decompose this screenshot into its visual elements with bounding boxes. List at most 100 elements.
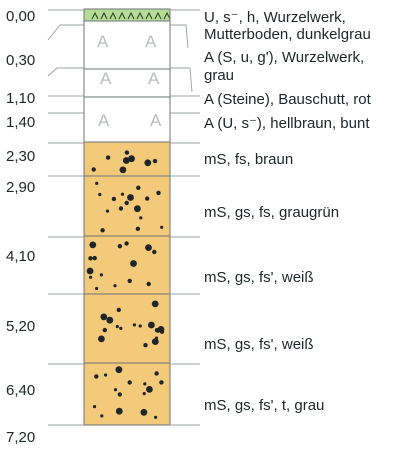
layer-description: mS, gs, fs, graugrün: [204, 204, 340, 221]
layer-description: A (Steine), Bauschutt, rot: [204, 91, 371, 108]
sand-grain: [115, 324, 119, 329]
sand-grain: [144, 159, 152, 167]
sand-grain: [132, 323, 136, 327]
sand-grain: [100, 414, 104, 418]
sand-grain: [146, 281, 151, 287]
layer-boundaries: [84, 20, 170, 364]
fill-layer-area: [84, 21, 170, 142]
column-outline: [83, 8, 171, 426]
sand-grain: [98, 192, 102, 197]
sand-grain-dots: [86, 150, 165, 419]
fill-symbol-label: A: [150, 111, 162, 130]
leader-line: [170, 67, 193, 93]
sand-grain: [116, 307, 122, 313]
leader-line: [47, 67, 84, 77]
sand-grain: [115, 366, 123, 374]
root-mark: [127, 11, 135, 20]
sand-grain: [138, 324, 142, 328]
sand-grain: [98, 335, 105, 343]
depth-label: 1,10: [6, 90, 36, 107]
sand-grain: [130, 260, 137, 267]
sand-grain: [135, 226, 141, 231]
sand-grain: [89, 241, 97, 249]
leader-line: [47, 24, 84, 41]
layer-description: grau: [204, 67, 235, 84]
sand-grain: [148, 321, 155, 329]
sand-grain: [113, 388, 118, 392]
sand-grain: [111, 196, 117, 202]
sand-grain: [124, 200, 129, 206]
layer-description: A (U, s⁻), hellbraun, bunt: [204, 115, 370, 132]
sand-grain: [102, 327, 108, 333]
sand-grain: [104, 373, 108, 377]
root-mark: [91, 11, 99, 20]
sand-grain: [117, 244, 123, 249]
fill-symbol-label: A: [97, 32, 109, 51]
sand-grain: [115, 407, 123, 415]
sand-grain: [92, 255, 97, 261]
sand-grain: [124, 150, 130, 155]
layer-description: U, s⁻, h, Wurzelwerk,: [204, 9, 346, 26]
sand-grain: [140, 408, 148, 416]
sand-grain: [91, 167, 96, 172]
sand-grain: [100, 313, 108, 321]
sand-grain: [136, 185, 141, 190]
sand-grain: [122, 157, 130, 164]
sand-grain: [143, 343, 148, 348]
sand-grain: [88, 256, 93, 261]
sand-grain: [94, 374, 99, 379]
sand-grain: [119, 166, 127, 174]
sand-layer-area: [84, 142, 170, 425]
depth-label: 0,30: [6, 52, 36, 69]
depth-label: 2,90: [6, 179, 36, 196]
root-mark: [154, 11, 162, 20]
sand-grain: [159, 380, 164, 385]
sand-grain: [124, 241, 129, 246]
sand-grain: [89, 275, 93, 279]
layer-description: A (S, u, g'), Wurzelwerk,: [204, 49, 365, 66]
sand-grain: [152, 158, 158, 164]
sand-grain: [156, 190, 161, 196]
root-mark: [100, 11, 108, 20]
depth-label: 0,00: [6, 8, 36, 25]
layer-description: mS, gs, fs', weiß: [204, 269, 314, 286]
topsoil-marks: [91, 11, 171, 20]
depth-label: 4,10: [6, 248, 36, 265]
sand-grain: [86, 267, 94, 275]
depth-label: 6,40: [6, 382, 36, 399]
sand-grain: [118, 206, 124, 211]
sand-grain: [157, 326, 165, 333]
sand-grain: [142, 392, 146, 396]
sand-grain: [127, 278, 132, 284]
sand-grain: [151, 300, 159, 308]
fill-symbol-label: A: [148, 69, 160, 88]
layer-description: mS, fs, braun: [204, 151, 294, 168]
depth-label: 1,40: [6, 114, 36, 131]
root-mark: [109, 11, 117, 20]
sand-grain: [143, 382, 147, 386]
sand-grain: [146, 386, 153, 393]
sand-grain: [127, 380, 132, 385]
sand-grain: [106, 316, 114, 324]
sand-grain: [95, 181, 99, 185]
root-mark: [163, 11, 171, 20]
sand-grain: [139, 216, 143, 220]
fill-symbol-label: A: [100, 69, 112, 88]
topsoil-layer: [84, 9, 170, 21]
leader-lines: [47, 9, 200, 426]
sand-grain: [145, 244, 152, 252]
sand-grain: [151, 338, 159, 345]
layer-description: Mutterboden, dunkelgrau: [204, 26, 371, 43]
sand-grain: [100, 228, 105, 233]
root-mark: [118, 11, 126, 20]
sand-grain: [92, 405, 97, 409]
leader-line: [170, 24, 189, 49]
sand-grain: [127, 194, 134, 201]
depth-label: 7,20: [6, 429, 36, 446]
root-mark: [145, 11, 153, 20]
depth-label: 5,20: [6, 318, 36, 335]
layer-description: mS, gs, fs', weiß: [204, 336, 314, 353]
column-fills: [84, 9, 170, 425]
